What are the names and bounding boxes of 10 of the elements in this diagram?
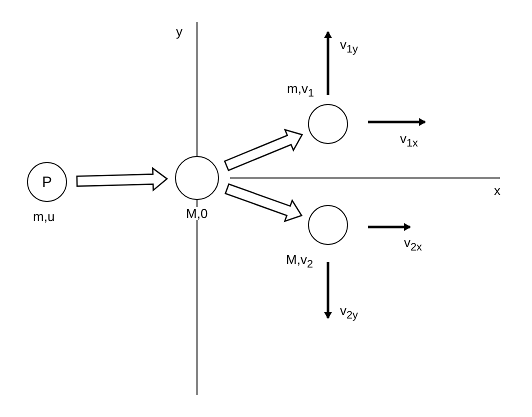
- arrow: [76, 166, 168, 192]
- arrow: [224, 183, 303, 222]
- particle-circle: [175, 156, 219, 200]
- mass-velocity-label: M,0: [186, 207, 208, 220]
- mass-velocity-label: M,v$_{2}$: [286, 253, 313, 270]
- arrow: [224, 128, 304, 172]
- particle-label: P: [42, 174, 52, 190]
- particle-circle: [27, 162, 67, 202]
- particle-circle: [308, 205, 348, 245]
- particle-circle: [308, 104, 348, 144]
